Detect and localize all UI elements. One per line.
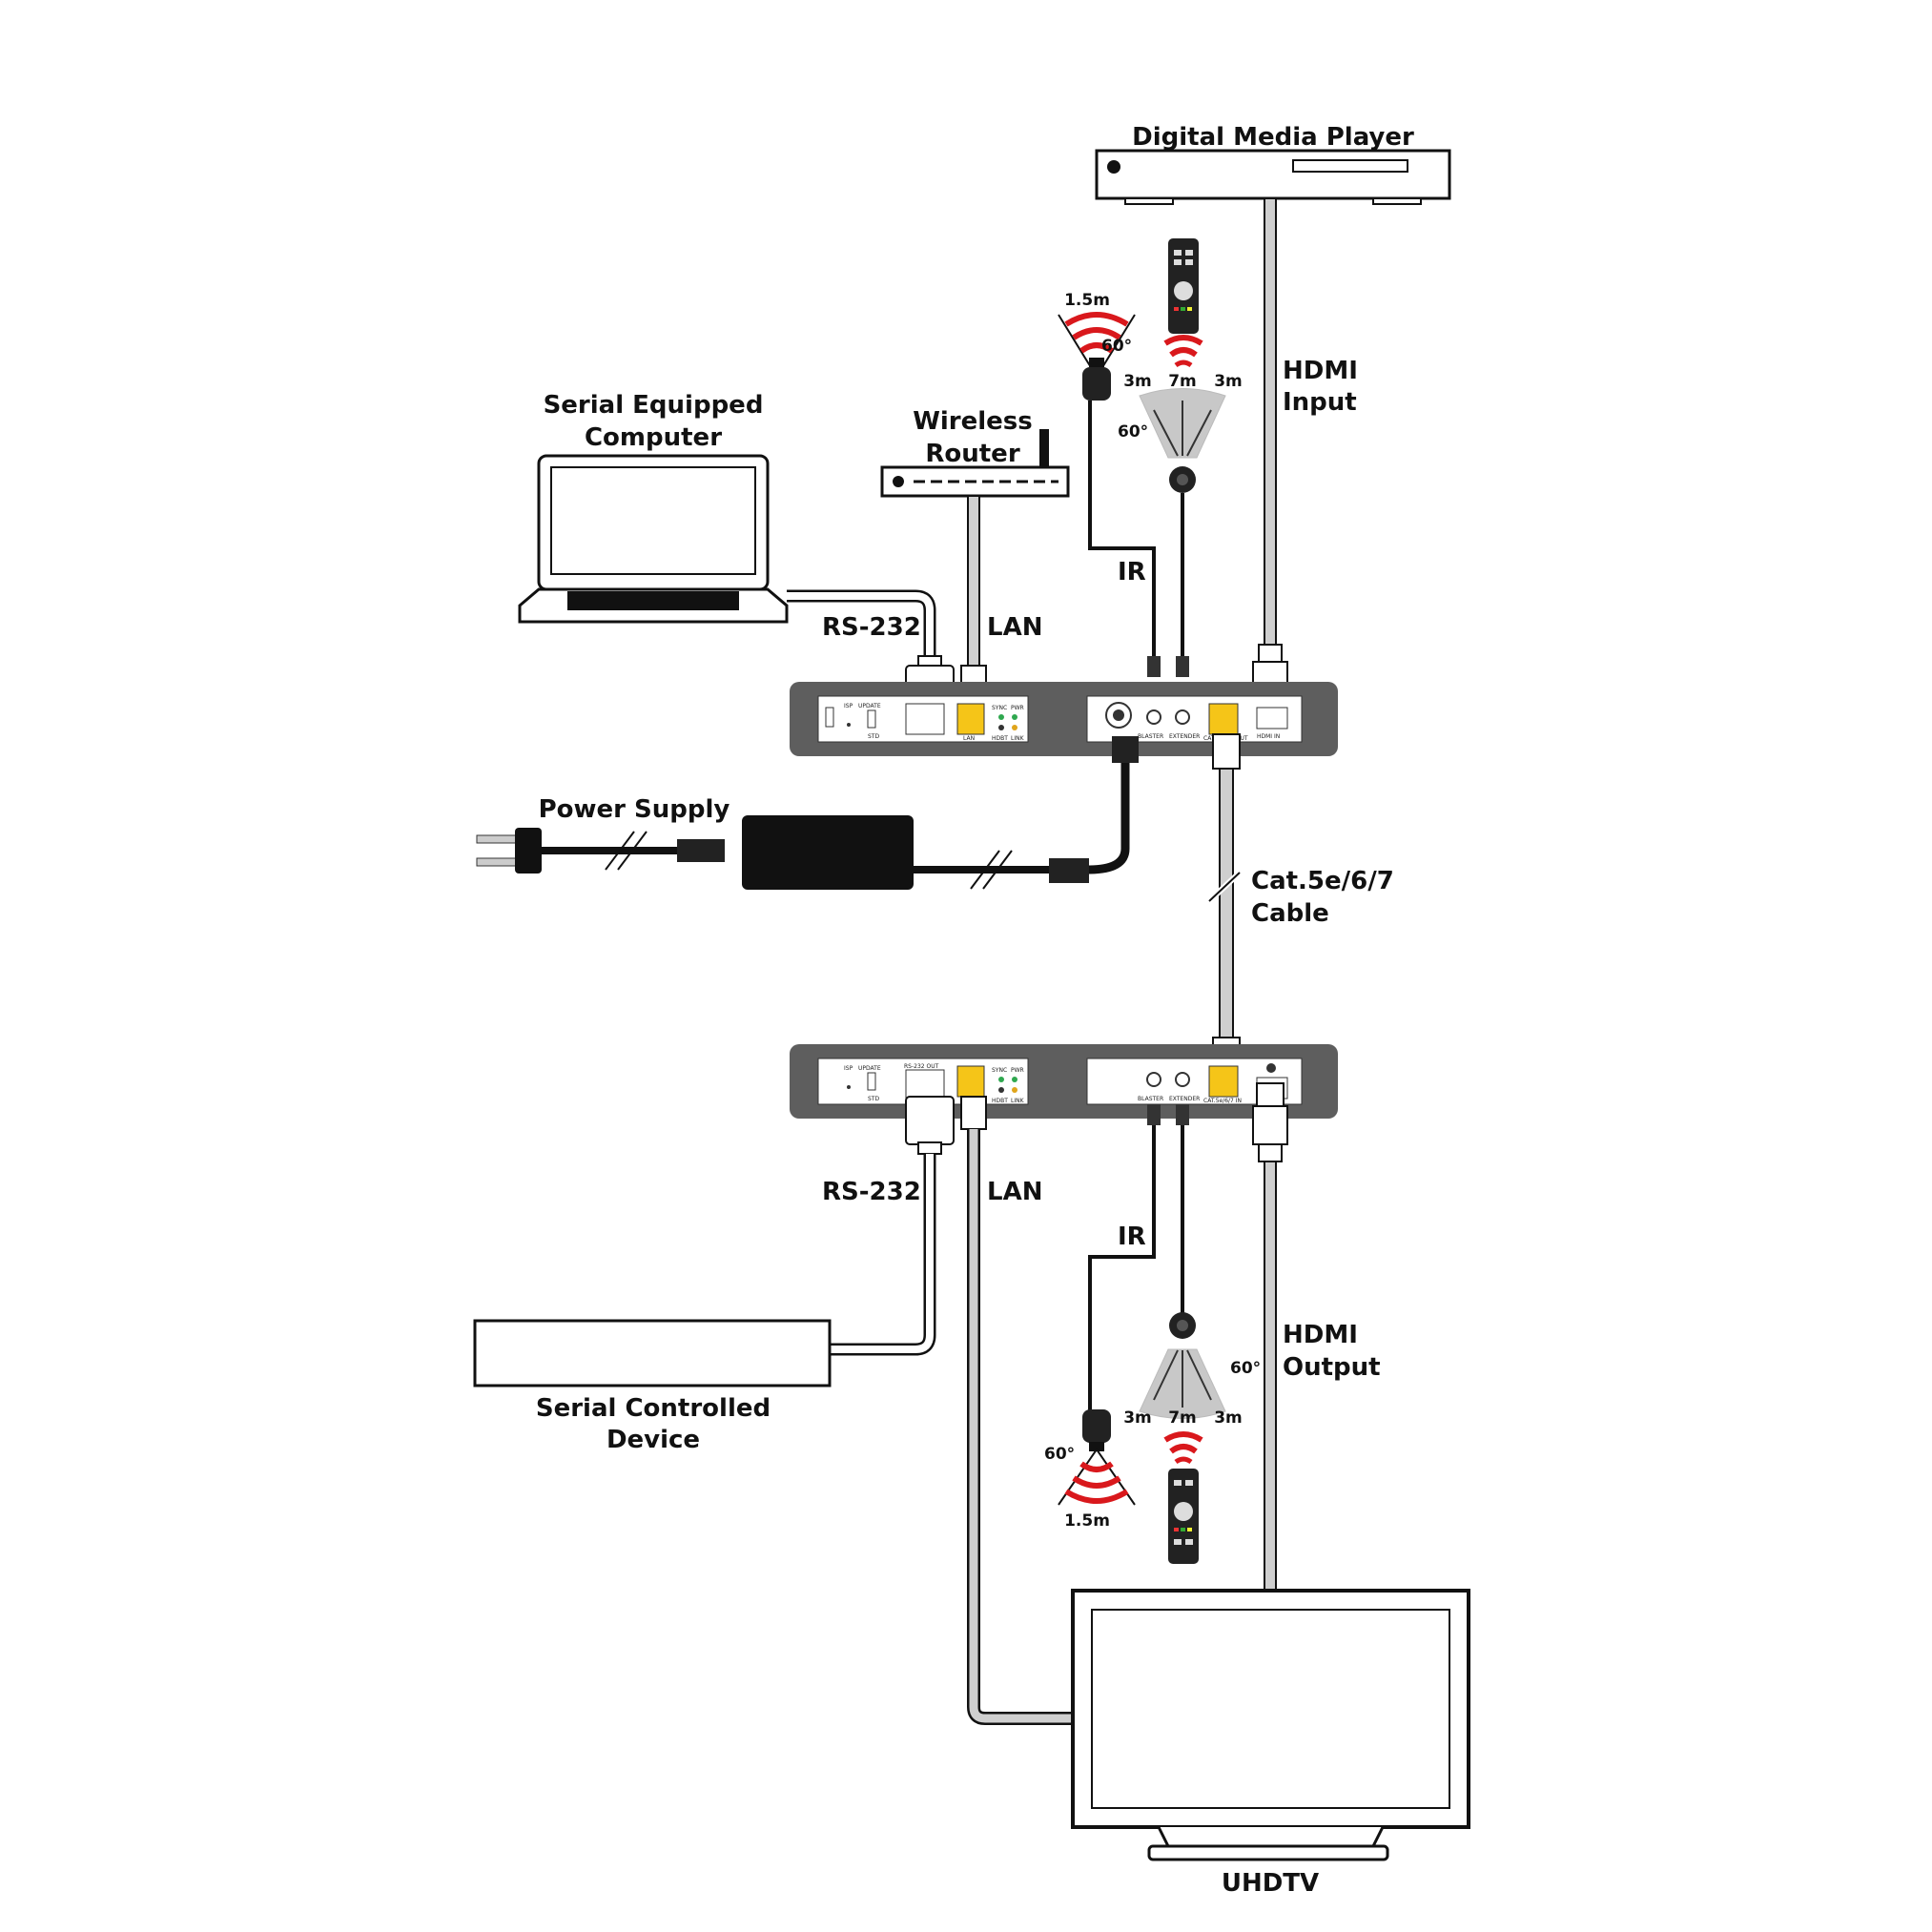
hdmi-output-label-2: Output (1283, 1353, 1381, 1382)
extender-center-top: 7m (1168, 372, 1197, 391)
transmitter-unit (790, 682, 1338, 756)
receiver-unit (790, 1044, 1338, 1119)
tx-blaster-label: BLASTER (1138, 733, 1163, 740)
hdmi-input-cable (1264, 197, 1277, 647)
lan-top-label: LAN (987, 613, 1042, 642)
remote-control-bottom (1163, 1431, 1203, 1564)
rs232-top-cable (787, 592, 934, 658)
ir-blaster-bottom (1058, 1409, 1136, 1506)
tx-hdbt-label: HDBT (992, 735, 1008, 742)
rs232-bottom-label: RS-232 (822, 1178, 921, 1206)
ir-blaster-bottom-cable (1088, 1125, 1156, 1411)
extender-center-bottom: 7m (1168, 1408, 1197, 1428)
router-label-2: Router (925, 440, 1019, 468)
tx-update-label: UPDATE (858, 703, 881, 709)
laptop-computer (518, 454, 789, 624)
lan-bottom-label: LAN (987, 1178, 1042, 1206)
power-supply-label: Power Supply (539, 795, 730, 824)
blaster-range-top: 1.5m (1064, 291, 1110, 310)
cable-label-1: Cat.5e/6/7 (1251, 867, 1394, 895)
hdmi-input-label-2: Input (1283, 388, 1357, 417)
cat-top-plug (1212, 733, 1241, 770)
tx-pwr-label: PWR (1011, 705, 1024, 711)
blaster-range-bottom: 1.5m (1064, 1511, 1110, 1531)
router-label-1: Wireless (913, 407, 1033, 436)
power-supply (476, 736, 1139, 890)
ir-extender-top (1139, 388, 1226, 493)
rx-hdbt-label: HDBT (992, 1098, 1008, 1104)
rx-isp-label: ISP (844, 1065, 853, 1072)
extender-angle-top: 60° (1118, 422, 1148, 442)
rx-rs232-out-label: RS-232 OUT (904, 1063, 939, 1070)
computer-label-2: Computer (585, 423, 722, 452)
ir-blaster-bottom-plug (1147, 1104, 1161, 1125)
rx-blaster-label: BLASTER (1138, 1096, 1163, 1102)
extender-left-top: 3m (1123, 372, 1152, 391)
tx-hdmi-in-label: HDMI IN (1257, 733, 1280, 740)
serial-device-label-2: Device (606, 1426, 700, 1454)
ir-extender-bottom (1139, 1312, 1226, 1419)
hdmi-input-label-1: HDMI (1283, 357, 1358, 385)
rx-pwr-label: PWR (1011, 1067, 1024, 1074)
blaster-angle-top: 60° (1101, 337, 1132, 356)
ir-extender-top-plug (1176, 656, 1189, 677)
rx-std-label: STD (868, 1096, 879, 1102)
tx-sync-label: SYNC (992, 705, 1007, 711)
media-player-label: Digital Media Player (1132, 123, 1414, 152)
ir-blaster-top (1058, 312, 1136, 401)
rx-link-label: LINK (1011, 1098, 1025, 1104)
hdmi-input-plug-collar (1258, 644, 1283, 663)
uhdtv (1071, 1589, 1470, 1861)
tx-std-label: STD (868, 733, 879, 740)
hdmi-output-cable (1264, 1161, 1277, 1592)
hdmi-output-plug (1252, 1105, 1288, 1145)
hdmi-output-connector (1256, 1082, 1285, 1109)
hdmi-output-label-1: HDMI (1283, 1321, 1358, 1349)
tx-extender-label: EXTENDER (1169, 733, 1200, 740)
uhdtv-label: UHDTV (1222, 1869, 1319, 1898)
rs232-bottom-cable (830, 1154, 934, 1353)
rx-update-label: UPDATE (858, 1065, 881, 1072)
rx-sync-label: SYNC (992, 1067, 1007, 1074)
cat-cable (1219, 752, 1234, 1040)
ir-extender-bottom-plug (1176, 1104, 1189, 1125)
ir-blaster-top-plug (1147, 656, 1161, 677)
rs232-top-label: RS-232 (822, 613, 921, 642)
lan-top-cable (967, 495, 980, 668)
tx-link-label: LINK (1011, 735, 1025, 742)
lan-bottom-cable (969, 1129, 1073, 1723)
computer-label-1: Serial Equipped (544, 391, 764, 420)
rs232-bottom-plug (905, 1096, 955, 1145)
ir-top-label: IR (1118, 558, 1146, 586)
extender-angle-bottom: 60° (1230, 1359, 1261, 1378)
extender-right-top: 3m (1214, 372, 1243, 391)
extender-right-bottom: 3m (1214, 1408, 1243, 1428)
ir-bottom-label: IR (1118, 1223, 1146, 1251)
ir-blaster-top-cable (1088, 401, 1156, 658)
tx-isp-label: ISP (844, 703, 853, 709)
cable-label-2: Cable (1251, 899, 1329, 928)
extender-left-bottom: 3m (1123, 1408, 1152, 1428)
serial-device-label-1: Serial Controlled (536, 1394, 771, 1423)
serial-controlled-device (473, 1319, 832, 1387)
remote-control-top (1163, 238, 1203, 368)
tx-lan-label: LAN (963, 735, 975, 742)
blaster-angle-bottom: 60° (1044, 1445, 1075, 1464)
digital-media-player (1095, 149, 1451, 205)
rx-extender-label: EXTENDER (1169, 1096, 1200, 1102)
lan-bottom-plug (960, 1096, 987, 1130)
rx-cat-in-label: CAT.5e/6/7 IN (1203, 1098, 1242, 1104)
